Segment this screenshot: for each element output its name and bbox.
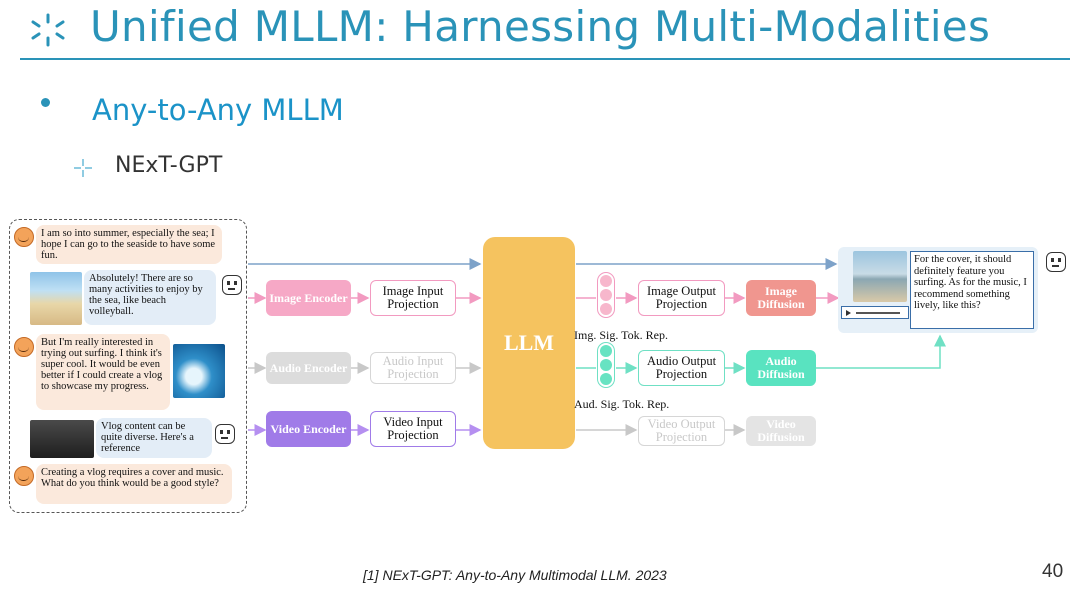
citation: [1] NExT-GPT: Any-to-Any Multimodal LLM.… [363,567,667,583]
bullet-text: Any-to-Any MLLM [92,93,344,127]
user-avatar-icon [14,337,34,357]
cross-sparkle-icon [74,159,92,177]
sparkle-icon [31,13,65,47]
surfer-output-image [853,251,907,302]
chat-message-user-2: But I'm really interested in trying out … [36,334,170,410]
llm-block: LLM [483,237,575,449]
chat-message-bot-1: Absolutely! There are so many activities… [84,270,216,325]
slide-title: Unified MLLM: Harnessing Multi-Modalitie… [90,2,991,51]
page-number: 40 [1042,561,1064,582]
image-token-label: Img. Sig. Tok. Rep. [574,328,668,342]
sub-bullet-text: NExT-GPT [115,153,223,178]
audio-output-projection: Audio Output Projection [638,350,725,386]
user-avatar-icon [14,227,34,247]
video-encoder: Video Encoder [266,411,351,447]
bot-avatar-icon [222,275,242,295]
chat-message-user-3: Creating a vlog requires a cover and mus… [36,464,232,504]
audio-signal-tokens [597,342,615,388]
image-output-projection: Image Output Projection [638,280,725,316]
video-output-projection: Video Output Projection [638,416,725,446]
title-divider [20,58,1070,60]
video-diffusion: Video Diffusion [746,416,816,446]
chat-message-bot-2: Vlog content can be quite diverse. Here'… [96,418,212,458]
bullet-dot-icon [41,98,50,107]
image-signal-tokens [597,272,615,318]
audio-token-label: Aud. Sig. Tok. Rep. [574,397,670,411]
chat-message-user-1: I am so into summer, especially the sea;… [36,225,222,264]
image-encoder: Image Encoder [266,280,351,316]
conversation-panel [9,219,247,513]
image-input-projection: Image Input Projection [370,280,456,316]
bot-avatar-icon [215,424,235,444]
vlog-video-thumbnail [30,420,94,458]
surfing-wave-image [173,344,225,398]
beach-volleyball-image [30,272,82,325]
user-avatar-icon [14,466,34,486]
output-response-text: For the cover, it should definitely feat… [910,251,1034,329]
audio-diffusion: Audio Diffusion [746,350,816,386]
audio-encoder: Audio Encoder [266,352,351,384]
video-input-projection: Video Input Projection [370,411,456,447]
audio-player[interactable] [841,306,909,319]
audio-input-projection: Audio Input Projection [370,352,456,384]
bot-avatar-icon [1046,252,1066,272]
image-diffusion: Image Diffusion [746,280,816,316]
